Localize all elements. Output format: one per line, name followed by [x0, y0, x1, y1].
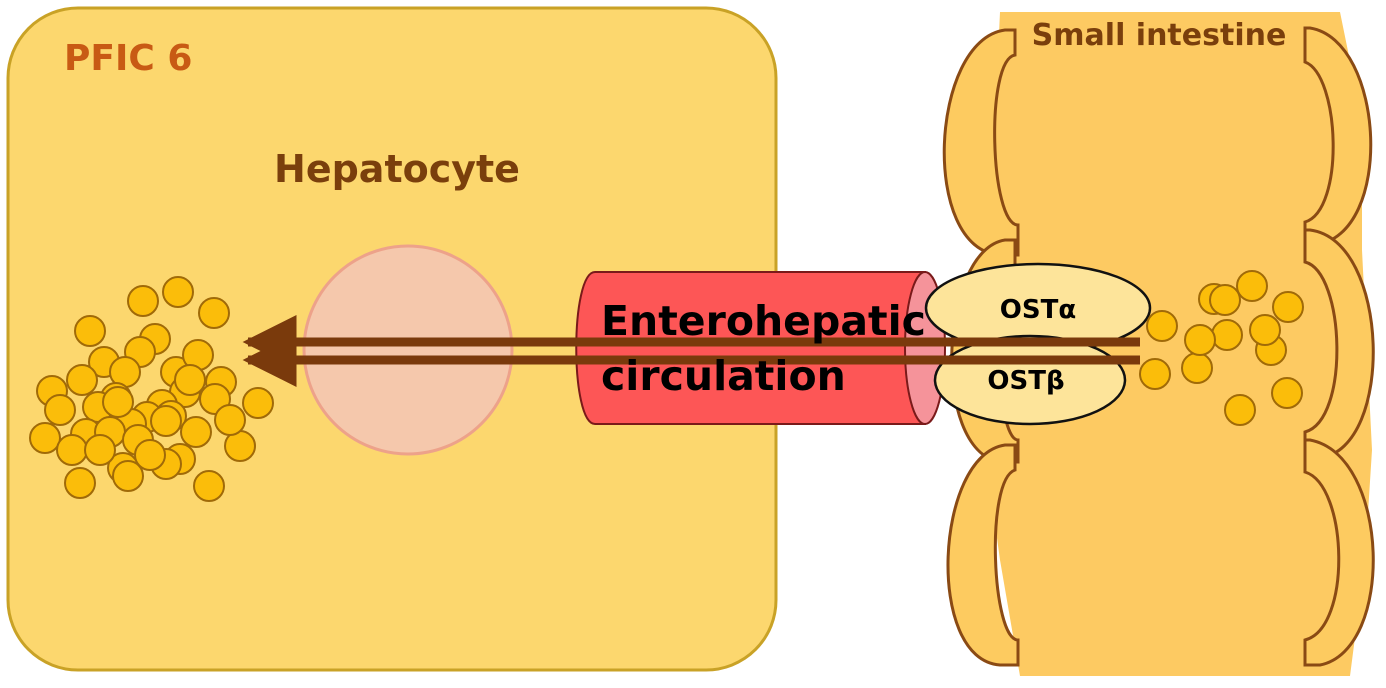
hepatocyte-bile-acid: [74, 315, 106, 347]
intestine-bile-acid: [1146, 310, 1178, 342]
intestine-bile-acid: [1224, 394, 1256, 426]
hepatocyte-bile-acid: [180, 416, 212, 448]
hepatocyte-bile-acid: [64, 467, 96, 499]
vessel-body: [575, 271, 926, 425]
vessel-label-line1: Enterohepatic: [601, 297, 926, 345]
small-intestine: [942, 12, 1375, 676]
hepatocyte-label: Hepatocyte: [274, 147, 520, 191]
diagram-title: PFIC 6: [64, 38, 192, 79]
hepatocyte-bile-acid: [134, 439, 166, 471]
intestine-bile-acid: [1249, 314, 1281, 346]
intestine-bile-acid: [1181, 352, 1213, 384]
hepatocyte-bile-acid: [102, 386, 134, 418]
hepatocyte-bile-acid: [66, 364, 98, 396]
intestine-fold-right-bottom: [1303, 438, 1375, 667]
hepatocyte-bile-acid: [127, 285, 159, 317]
intestine-bile-acid: [1236, 270, 1268, 302]
intestine-bile-acid: [1209, 284, 1241, 316]
hepatocyte-bile-acid: [84, 434, 116, 466]
hepatocyte-nucleus: [302, 244, 514, 456]
hepatocyte-bile-acid: [242, 387, 274, 419]
enterohepatic-vessel: [575, 271, 946, 425]
intestine-bile-acid: [1139, 358, 1171, 390]
hepatocyte-bile-acid: [150, 405, 182, 437]
intestine-bile-acid: [1271, 377, 1303, 409]
intestine-fold-left-bottom: [946, 443, 1020, 667]
hepatocyte-bile-acid: [112, 460, 144, 492]
hepatocyte-bile-acid: [162, 276, 194, 308]
hepatocyte-bile-acid: [193, 470, 225, 502]
small-intestine-label: Small intestine: [1032, 18, 1287, 53]
hepatocyte-bile-acid: [198, 297, 230, 329]
ost-alpha-label: OSTα: [1000, 295, 1076, 325]
intestine-bile-acid: [1211, 319, 1243, 351]
ost-beta-label: OSTβ: [987, 366, 1064, 396]
intestine-bile-acid: [1184, 324, 1216, 356]
hepatocyte-bile-acid: [214, 404, 246, 436]
hepatocyte-bile-acid: [29, 422, 61, 454]
hepatocyte-bile-acid-cluster: [29, 276, 274, 502]
vessel-label-line2: circulation: [601, 352, 846, 400]
intestine-body: [985, 12, 1372, 676]
hepatocyte-bile-acid: [44, 394, 76, 426]
intestine-bile-acid-cluster: [1139, 270, 1304, 426]
intestine-bile-acid: [1272, 291, 1304, 323]
hepatocyte-bile-acid: [56, 434, 88, 466]
hepatocyte-bile-acid: [174, 364, 206, 396]
